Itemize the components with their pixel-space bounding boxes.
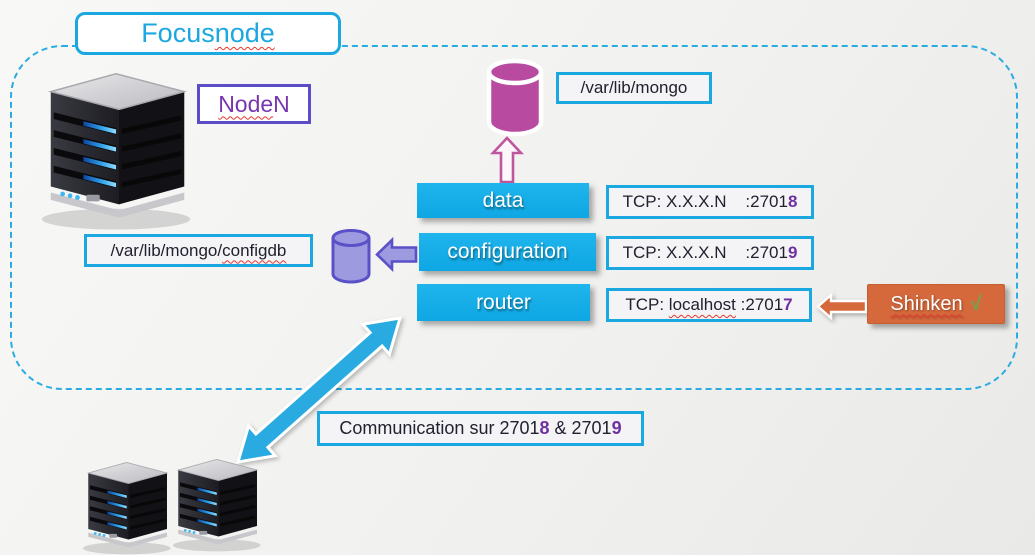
- tcp-27017-pre: TCP:: [625, 295, 669, 314]
- arrow-left-orange-icon: [816, 292, 868, 321]
- service-bar-configuration: configuration: [419, 233, 596, 271]
- check-mark-icon: √: [970, 292, 982, 315]
- mongo-path-label: /var/lib/mongo: [556, 72, 712, 104]
- node-n-label: Node: [218, 90, 274, 117]
- server-tower-icon: [30, 56, 208, 234]
- service-label-data: data: [482, 188, 524, 212]
- service-label-router: router: [476, 290, 531, 314]
- server-tower-icon: [166, 449, 271, 554]
- tcp-27017-port: 7: [783, 295, 793, 314]
- database-cylinder-icon: [331, 229, 371, 284]
- tcp-27018-port: 8: [787, 192, 798, 211]
- communication-port2: 9: [611, 418, 622, 438]
- tcp-27019-port: 9: [787, 243, 798, 262]
- shinken-box: Shinken √: [867, 284, 1005, 324]
- tcp-27019-pre: TCP: X.X.X.N: [622, 243, 727, 262]
- focus-node-dashed-container: [10, 45, 1018, 390]
- service-bar-data: data: [417, 183, 589, 218]
- arrow-left-purple-icon: [375, 236, 418, 273]
- configdb-path-wavy: configdb: [222, 240, 287, 260]
- communication-mid: & 2701: [549, 418, 612, 438]
- communication-pre: Communication sur 2701: [339, 418, 540, 438]
- arrow-up-outline-icon: [490, 136, 524, 184]
- shinken-label: Shinken: [890, 292, 963, 315]
- communication-port1: 8: [539, 418, 550, 438]
- node-n-label-box: Node N: [197, 84, 311, 124]
- mongo-path-text: /var/lib/mongo: [580, 78, 688, 97]
- service-bar-router: router: [417, 284, 590, 321]
- node-n-label-suffix: N: [273, 90, 290, 117]
- focus-node-title: Focus node: [75, 12, 341, 55]
- service-label-configuration: configuration: [447, 240, 568, 263]
- focus-node-label-wavy: node: [214, 18, 275, 48]
- configdb-path-label: /var/lib/mongo/configdb: [84, 234, 313, 267]
- tcp-27019-mid: :2701: [726, 243, 788, 262]
- tcp-27018-pre: TCP: X.X.X.N: [622, 192, 727, 211]
- configdb-path-pre: /var/lib/mongo/: [110, 240, 223, 260]
- tcp-27017-mid: :2701: [735, 295, 784, 314]
- tcp-27018-mid: :2701: [726, 192, 788, 211]
- database-cylinder-icon: [486, 58, 544, 137]
- focus-node-label: Focus: [141, 18, 215, 48]
- tcp-27017-host: localhost: [668, 295, 736, 314]
